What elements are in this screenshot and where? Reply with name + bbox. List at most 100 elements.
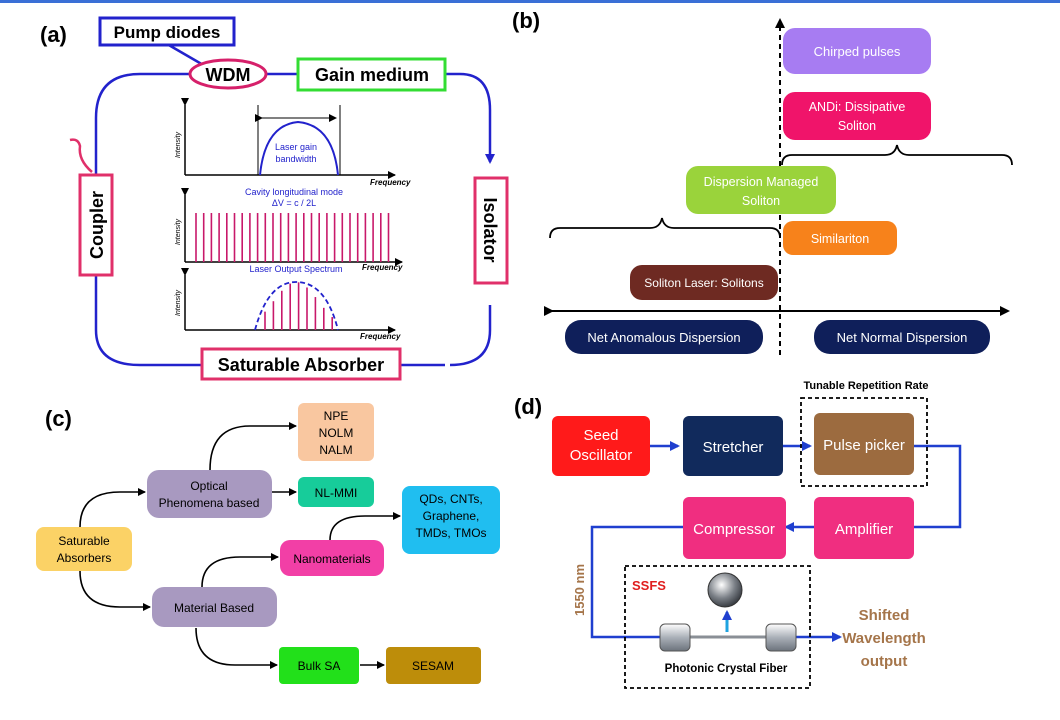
similariton-label: Similariton bbox=[811, 232, 869, 246]
qds-label-3: TMDs, TMOs bbox=[415, 526, 486, 540]
sesam-label: SESAM bbox=[412, 659, 454, 673]
longitudinal-mode-plot: Cavity longitudinal mode ΔV = c / 2L Int… bbox=[175, 187, 403, 272]
brace-anomalous bbox=[549, 217, 781, 239]
plot2-xlabel: Frequency bbox=[362, 263, 403, 272]
dispersion-managed-label-2: Soliton bbox=[742, 194, 780, 208]
npe-label: NPE bbox=[324, 409, 349, 423]
qds-label-1: QDs, CNTs, bbox=[419, 492, 482, 506]
dispersion-managed-box bbox=[686, 166, 836, 214]
stretcher-box bbox=[683, 416, 783, 476]
pulse-picker-box bbox=[814, 413, 914, 475]
panel-d: (d) Tunable Repetition Rate Seed Oscilla… bbox=[514, 380, 962, 689]
plot1-ylabel: Intensity bbox=[175, 131, 182, 158]
coupler-output-fiber bbox=[69, 138, 93, 173]
tunable-rate-label: Tunable Repetition Rate bbox=[803, 380, 928, 392]
gain-bandwidth-plot: Intensity Frequency Laser gain bandwidth bbox=[175, 98, 411, 187]
pump-diodes-box bbox=[98, 16, 236, 47]
gain-medium-label: Gain medium bbox=[315, 65, 429, 85]
soliton-laser-box bbox=[630, 265, 778, 300]
tunable-rate-frame bbox=[800, 397, 928, 487]
andi-label-1: ANDi: Dissipative bbox=[809, 100, 906, 114]
seed-oscillator-label-2: Oscillator bbox=[570, 447, 633, 464]
seed-oscillator-box bbox=[552, 416, 650, 476]
saturable-absorbers-label-2: Absorbers bbox=[57, 551, 112, 565]
optical-phenomena-label-1: Optical bbox=[190, 479, 227, 493]
saturable-absorber-box bbox=[200, 347, 402, 381]
bulk-sa-node bbox=[279, 647, 359, 684]
net-anomalous-label: Net Anomalous Dispersion bbox=[587, 330, 740, 345]
mode-lines bbox=[195, 213, 390, 262]
compressor-box bbox=[683, 497, 786, 559]
dispersion-managed-label-1: Dispersion Managed bbox=[704, 175, 819, 189]
soliton-laser-label: Soliton Laser: Solitons bbox=[644, 276, 763, 290]
bulk-sa-label: Bulk SA bbox=[298, 659, 341, 673]
plot2-ylabel: Intensity bbox=[175, 218, 182, 245]
sesam-node bbox=[386, 647, 481, 684]
output-label-2: Wavelength bbox=[842, 630, 926, 647]
wdm-ellipse bbox=[188, 58, 268, 90]
panel-c-label: (c) bbox=[45, 406, 72, 431]
top-accent-bar bbox=[0, 0, 1060, 3]
plot2-title-2: ΔV = c / 2L bbox=[272, 198, 316, 208]
cavity-loop-right-lower bbox=[449, 305, 492, 367]
chirped-pulses-label: Chirped pulses bbox=[814, 44, 901, 59]
pcf-label: Photonic Crystal Fiber bbox=[665, 663, 788, 675]
net-normal-label: Net Normal Dispersion bbox=[837, 330, 968, 345]
output-spectrum-plot: Laser Output Spectrum Intensity Frequenc… bbox=[175, 264, 401, 341]
plot3-xlabel: Frequency bbox=[360, 332, 401, 341]
panel-a: (a) Pump diodes WDM Gain medium Coupler … bbox=[40, 16, 509, 381]
output-mode-lines bbox=[264, 282, 334, 330]
qds-label-2: Graphene, bbox=[423, 509, 480, 523]
cavity-loop-right bbox=[445, 72, 495, 164]
amplifier-label: Amplifier bbox=[835, 521, 893, 538]
nanomaterials-label: Nanomaterials bbox=[293, 552, 370, 566]
saturable-absorber-label: Saturable Absorber bbox=[218, 355, 384, 375]
nolm-label: NOLM bbox=[319, 426, 354, 440]
ssfs-label: SSFS bbox=[632, 578, 666, 593]
plot3-title: Laser Output Spectrum bbox=[249, 264, 342, 274]
output-label-1: Shifted bbox=[859, 607, 910, 624]
amplifier-box bbox=[814, 497, 914, 559]
seed-oscillator-label-1: Seed bbox=[583, 427, 618, 444]
andi-label-2: Soliton bbox=[838, 119, 876, 133]
panel-b-label: (b) bbox=[512, 8, 540, 33]
compressor-label: Compressor bbox=[693, 521, 775, 538]
panel-d-label: (d) bbox=[514, 394, 542, 419]
net-anomalous-pill bbox=[565, 320, 763, 354]
nl-mmi-label: NL-MMI bbox=[315, 486, 358, 500]
andi-box bbox=[783, 92, 931, 140]
ssfs-frame bbox=[624, 565, 811, 689]
qds-node bbox=[402, 486, 500, 554]
panel-a-label: (a) bbox=[40, 22, 67, 47]
plot2-title-1: Cavity longitudinal mode bbox=[245, 187, 343, 197]
plot1-xlabel: Frequency bbox=[370, 178, 411, 187]
nalm-label: NALM bbox=[319, 443, 352, 457]
panel-c: (c) Saturable Absorbers Optical Phenomen… bbox=[36, 403, 500, 684]
material-based-label: Material Based bbox=[174, 601, 254, 615]
plot1-note-2: bandwidth bbox=[275, 154, 316, 164]
optical-phenomena-node bbox=[147, 470, 272, 518]
coupler-box bbox=[78, 173, 114, 277]
coupler-label: Coupler bbox=[87, 191, 107, 259]
saturable-absorbers-node bbox=[36, 527, 132, 571]
material-based-node bbox=[152, 587, 277, 627]
stretcher-label: Stretcher bbox=[703, 439, 764, 456]
saturable-absorbers-label-1: Saturable bbox=[58, 534, 110, 548]
panel-b: (b) Chirped pulses ANDi: Dissipative Sol… bbox=[512, 8, 1013, 355]
isolator-box bbox=[473, 176, 509, 285]
pulse-picker-label: Pulse picker bbox=[823, 437, 905, 454]
brace-normal bbox=[781, 144, 1013, 166]
photonic-crystal-fiber-graphic bbox=[659, 572, 797, 652]
output-label-3: output bbox=[861, 653, 908, 670]
pump-diodes-label: Pump diodes bbox=[114, 23, 221, 42]
net-normal-pill bbox=[814, 320, 990, 354]
chirped-pulses-box bbox=[783, 28, 931, 74]
pump-to-wdm bbox=[166, 42, 206, 68]
plot1-note-1: Laser gain bbox=[275, 142, 317, 152]
plot3-ylabel: Intensity bbox=[175, 289, 182, 316]
nl-mmi-node bbox=[298, 477, 374, 507]
similariton-box bbox=[783, 221, 897, 255]
npe-node bbox=[298, 403, 374, 461]
optical-phenomena-label-2: Phenomena based bbox=[159, 496, 260, 510]
